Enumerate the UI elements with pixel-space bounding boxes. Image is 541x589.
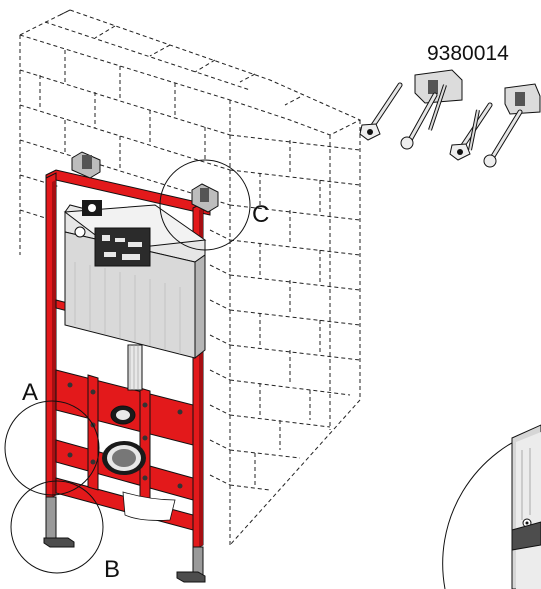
callout-circle-c bbox=[159, 159, 251, 251]
callout-circle-b bbox=[10, 480, 104, 574]
callout-label-b: B bbox=[104, 556, 120, 583]
detail-zoom-view bbox=[442, 424, 541, 589]
fixing-bracket-set-2 bbox=[449, 83, 541, 168]
fixing-kit bbox=[359, 69, 541, 168]
frame-foot-right bbox=[176, 546, 206, 583]
fixing-bracket-set-1 bbox=[359, 69, 463, 150]
wall-bracket-left bbox=[71, 151, 101, 179]
flush-pipe bbox=[127, 344, 143, 391]
frame-bolts bbox=[67, 382, 183, 489]
wall-bracket-right bbox=[191, 183, 219, 213]
callout-label-a: A bbox=[22, 379, 38, 406]
frame-foot-left bbox=[43, 496, 75, 548]
cistern-tank bbox=[63, 200, 207, 360]
callout-circle-a bbox=[4, 400, 100, 496]
waste-outlet bbox=[102, 405, 176, 521]
part-number-label: 9380014 bbox=[427, 42, 509, 65]
callout-label-c: C bbox=[252, 201, 269, 228]
